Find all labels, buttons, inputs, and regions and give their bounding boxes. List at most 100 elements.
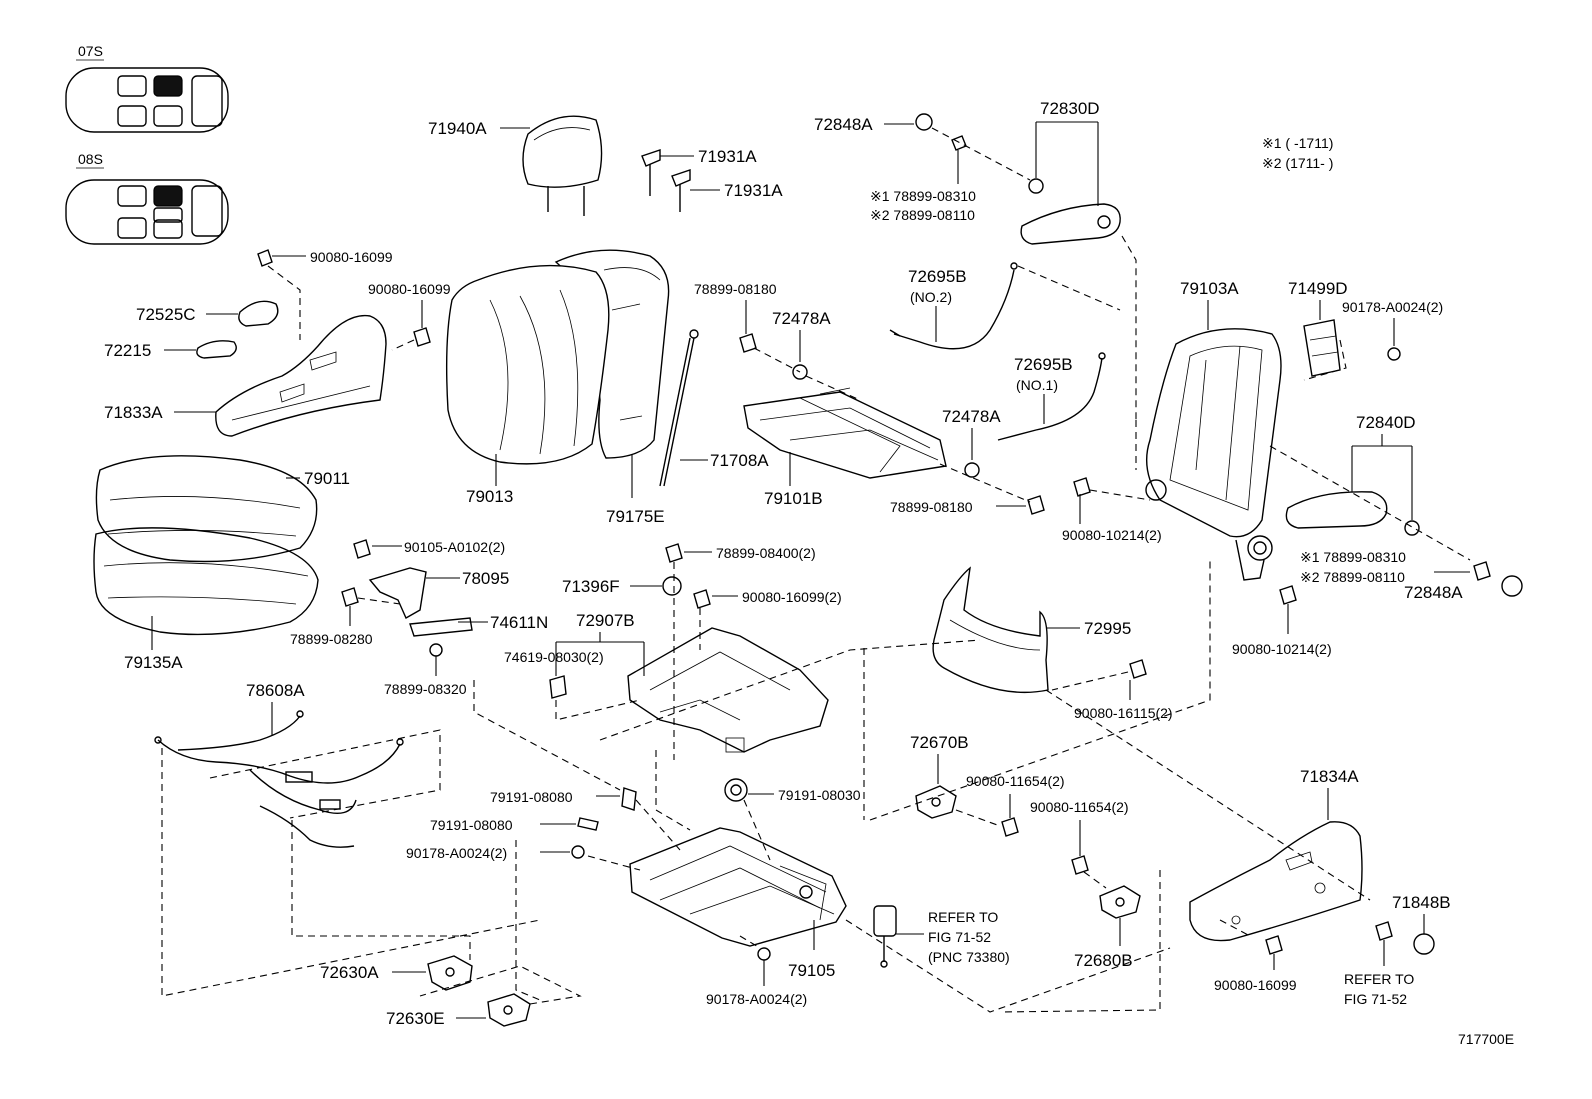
bolt-part (1265, 935, 1283, 955)
label-79175E: 79175E (606, 507, 665, 526)
label-90178-A0024-bottom: 90178-A0024(2) (706, 991, 807, 1007)
label-71708A: 71708A (710, 451, 769, 470)
label-72670B: 72670B (910, 733, 969, 752)
figure-id: 717700E (1458, 1031, 1514, 1047)
bolt-part (1001, 817, 1019, 837)
refer-fig-2-line-2: FIG 71-52 (1344, 991, 1407, 1007)
refer-fig-1-line-1: REFER TO (928, 909, 998, 925)
label-no2: (NO.2) (910, 289, 952, 305)
label-78899-08310-top: ※1 78899-08310 (870, 188, 976, 204)
headrest-part (522, 115, 603, 216)
bracket-78095-part (368, 567, 427, 619)
bracket-72995-part (932, 566, 1049, 694)
label-78095: 78095 (462, 569, 509, 588)
cover-72907B-part (627, 627, 829, 753)
cable-no2-part (889, 262, 1018, 350)
refer-fig-1-line-3: (PNC 73380) (928, 949, 1010, 965)
bolt-part (1073, 477, 1091, 497)
cap-part (915, 113, 933, 131)
bolt-part (693, 589, 711, 609)
bolt-part (1375, 921, 1393, 941)
vehicle-outline-icon (65, 67, 229, 133)
label-74619-08030: 74619-08030(2) (504, 649, 604, 665)
label-79013: 79013 (466, 487, 513, 506)
label-90178-A0024-l: 90178-A0024(2) (406, 845, 507, 861)
seat-cushion-cover-79011-part (95, 455, 318, 563)
pin-79191-08080-a-part (621, 787, 637, 811)
bolt-part (341, 587, 359, 607)
label-72907B: 72907B (576, 611, 635, 630)
label-71931A-1: 71931A (698, 147, 757, 166)
lock-72630E-part (487, 993, 531, 1027)
label-90080-10214-b: 90080-10214(2) (1232, 641, 1332, 657)
bolt-90080-16099-a-part (257, 249, 273, 267)
label-90080-16099-a: 90080-16099 (310, 249, 393, 265)
label-90080-11654-a: 90080-11654(2) (966, 773, 1065, 789)
cap-part (1501, 575, 1523, 597)
label-90178-A0024-2-top: 90178-A0024(2) (1342, 299, 1443, 315)
seatback-cover-79013-part (445, 264, 610, 465)
label-78899-08180-b: 78899-08180 (890, 499, 973, 515)
label-72695B-2: 72695B (908, 267, 967, 286)
seat-highlight-icon (153, 185, 183, 207)
label-79191-08080-b: 79191-08080 (430, 817, 513, 833)
wire-71708A-part (659, 329, 699, 487)
bracket-71499D-part (1303, 319, 1341, 377)
inset-07s-label: 07S (78, 43, 103, 59)
label-72630A: 72630A (320, 963, 379, 982)
label-78899-08320: 78899-08320 (384, 681, 467, 697)
headrest-support-part (641, 149, 691, 212)
seat-highlight-icon (153, 75, 183, 97)
label-78899-08400: 78899-08400(2) (716, 545, 816, 561)
label-72840D: 72840D (1356, 413, 1416, 432)
armrest-right-part (1285, 491, 1388, 529)
label-78899-08280: 78899-08280 (290, 631, 373, 647)
seatback-pad-79175E-part (554, 249, 670, 459)
cushion-frame-79101B-part (743, 387, 947, 479)
label-90080-16099-b: 90080-16099 (368, 281, 451, 297)
cable-78608A-part (154, 710, 404, 848)
refer-fig-1-line-2: FIG 71-52 (928, 929, 991, 945)
nut-part (571, 845, 585, 859)
nut-part (1387, 347, 1401, 361)
knob-72525C-part (238, 300, 279, 327)
label-90105-A0102: 90105-A0102(2) (404, 539, 505, 555)
seat-cushion-pad-79135A-part (93, 527, 319, 636)
bolt-part (413, 327, 431, 347)
armrest-cap-part (1028, 178, 1044, 194)
bolt-part (665, 543, 683, 563)
lock-72680B-part (1099, 885, 1141, 919)
label-72830D: 72830D (1040, 99, 1100, 118)
inset-08s-label: 08S (78, 151, 103, 167)
clip-part (549, 675, 567, 699)
label-78899-08310-r: ※1 78899-08310 (1300, 549, 1406, 565)
label-90080-10214-a: 90080-10214(2) (1062, 527, 1162, 543)
label-90080-16099-2: 90080-16099(2) (742, 589, 842, 605)
armrest-part (1020, 203, 1121, 245)
label-71848B: 71848B (1392, 893, 1451, 912)
label-72215: 72215 (104, 341, 151, 360)
label-79011: 79011 (304, 469, 350, 488)
nut-part (792, 364, 808, 380)
inset-08s: 08S (65, 151, 229, 245)
bolt-part (1071, 855, 1089, 875)
lock-72630A-part (427, 955, 473, 991)
pin-79191-08080-b-part (577, 817, 599, 831)
label-79101B: 79101B (764, 489, 823, 508)
label-72525C: 72525C (136, 305, 196, 324)
label-71940A: 71940A (428, 119, 487, 138)
seatback-frame-79103A-part (1145, 328, 1282, 581)
label-78899-08110-r: ※2 78899-08110 (1300, 569, 1405, 585)
note-1: ※1 ( -1711) (1262, 135, 1333, 151)
cable-no1-part (997, 352, 1106, 441)
label-78608A: 78608A (246, 681, 305, 700)
lever-72215-part (196, 340, 237, 359)
label-72478A-a: 72478A (772, 309, 831, 328)
cap-part (1413, 933, 1435, 955)
seatbelt-buckle-part (873, 905, 897, 968)
label-72995: 72995 (1084, 619, 1131, 638)
label-90080-16099-r: 90080-16099 (1214, 977, 1297, 993)
side-cover-71833A-part (215, 314, 387, 437)
